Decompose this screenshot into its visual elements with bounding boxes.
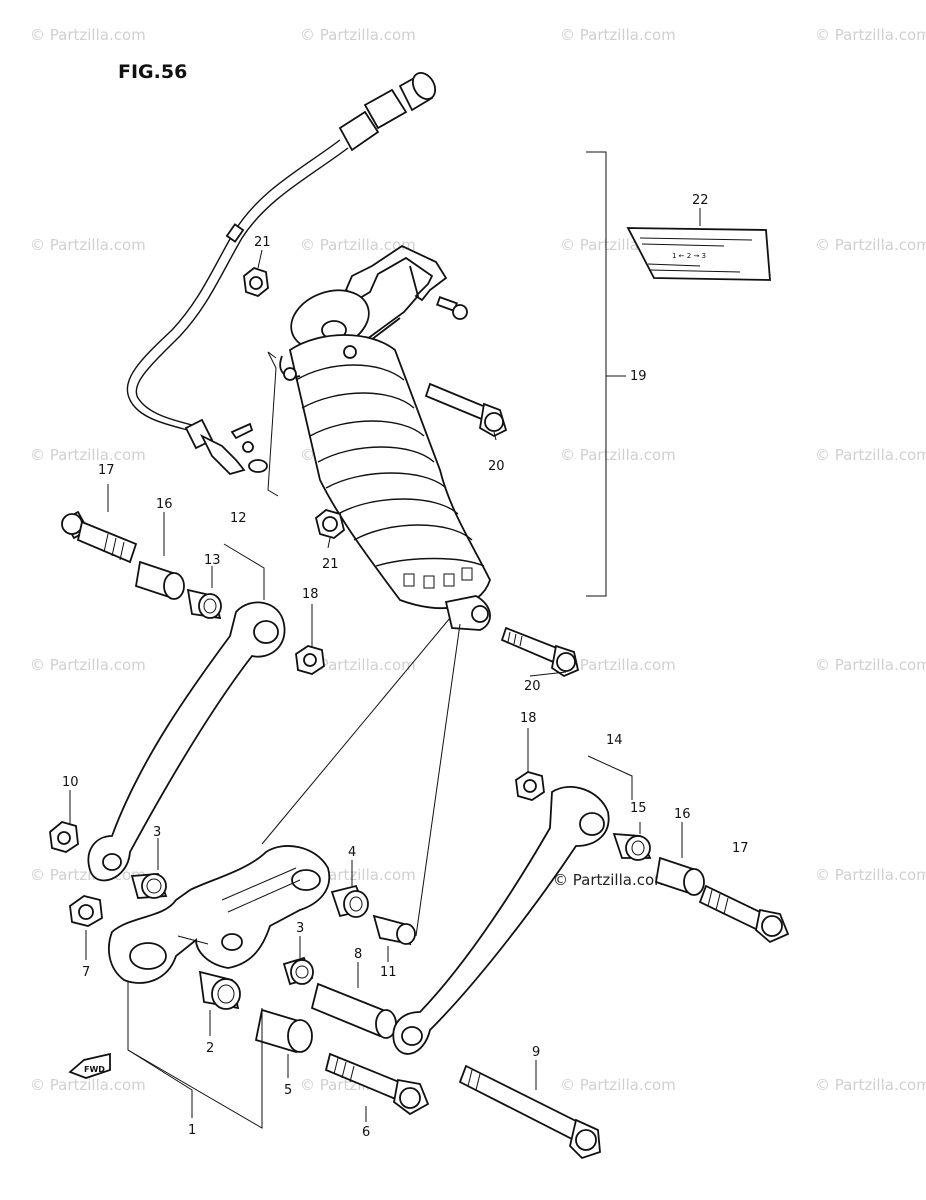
bolt-part-9 xyxy=(458,1064,601,1160)
bearing-part-3-left xyxy=(130,873,168,899)
callout-20: 20 xyxy=(524,679,541,694)
nut-part-18-left xyxy=(295,645,325,675)
cushion-rod-right xyxy=(392,786,610,1055)
callout-5: 5 xyxy=(284,1083,292,1098)
callout-7: 7 xyxy=(82,965,90,980)
callout-8: 8 xyxy=(354,947,362,962)
bearing-part-15 xyxy=(612,832,652,861)
spacer-part-16-left xyxy=(134,560,185,600)
watermark: © Partzilla.com xyxy=(300,26,416,44)
callout-21: 21 xyxy=(322,557,339,572)
watermark: © Partzilla.com xyxy=(815,236,926,254)
callout-16: 16 xyxy=(674,807,691,822)
nut-part-21-lower xyxy=(314,509,346,539)
bearing-part-13 xyxy=(186,588,222,620)
watermark: © Partzilla.com xyxy=(560,26,676,44)
collar-part-7 xyxy=(69,895,103,927)
bolt-part-17-right xyxy=(698,884,790,944)
cushion-rod-left xyxy=(87,601,286,882)
bearing-part-4 xyxy=(330,884,369,918)
callout-18: 18 xyxy=(520,711,537,726)
callout-2: 2 xyxy=(206,1041,214,1056)
callout-20: 20 xyxy=(488,459,505,474)
label-plate-text: 1 ← 2 → 3 xyxy=(672,252,706,260)
nut-part-21-upper xyxy=(243,266,269,298)
callout-17: 17 xyxy=(98,463,115,478)
watermark: © Partzilla.com xyxy=(30,1076,146,1094)
watermark: © Partzilla.com xyxy=(30,236,146,254)
bolt-part-20-upper xyxy=(424,382,508,438)
watermark: © Partzilla.com xyxy=(815,1076,926,1094)
watermark: © Partzilla.com xyxy=(30,866,146,884)
assembly-line xyxy=(415,623,461,937)
watermark: © Partzilla.com xyxy=(815,656,926,674)
bolt-part-6 xyxy=(324,1052,430,1116)
watermark: © Partzilla.com xyxy=(300,236,416,254)
bearing-part-3-center xyxy=(282,956,314,986)
forward-direction-indicator: FWD xyxy=(68,1052,111,1079)
callout-3: 3 xyxy=(153,825,161,840)
callout-19: 19 xyxy=(630,369,647,384)
label-plate-part-22: 1 ← 2 → 3 xyxy=(626,227,771,281)
callout-18: 18 xyxy=(302,587,319,602)
callout-14: 14 xyxy=(606,733,623,748)
callout-6: 6 xyxy=(362,1125,370,1140)
cable-guide-line xyxy=(267,351,279,497)
spacer-part-11 xyxy=(372,914,416,946)
watermark: © Partzilla.com xyxy=(815,446,926,464)
adjuster-cable xyxy=(126,71,437,476)
watermark: © Partzilla.com xyxy=(30,656,146,674)
sleeve-part-8 xyxy=(310,982,397,1039)
bearing-part-2 xyxy=(198,970,241,1010)
callout-15: 15 xyxy=(630,801,647,816)
watermark: © Partzilla.com xyxy=(815,866,926,884)
spacer-part-16-right xyxy=(654,856,705,896)
callout-13: 13 xyxy=(204,553,221,568)
nut-part-18-right xyxy=(515,771,545,801)
callout-numbers: 1 2 3 3 4 5 6 7 8 9 10 11 12 13 14 15 16… xyxy=(62,193,749,1140)
watermark: © Partzilla.com xyxy=(560,656,676,674)
bolt-part-20-lower xyxy=(500,626,580,678)
figure-title: FIG.56 xyxy=(118,61,187,83)
callout-16: 16 xyxy=(156,497,173,512)
callout-10: 10 xyxy=(62,775,79,790)
bolt-part-17-left xyxy=(61,510,138,564)
watermark: © Partzilla.com xyxy=(560,446,676,464)
spacer-part-5 xyxy=(254,1008,313,1054)
watermark: © Partzilla.com xyxy=(560,1076,676,1094)
callout-4: 4 xyxy=(348,845,356,860)
callout-11: 11 xyxy=(380,965,397,980)
cable-guide-line xyxy=(267,351,277,359)
leader-lines xyxy=(69,151,701,1129)
callout-17: 17 xyxy=(732,841,749,856)
cushion-lever xyxy=(108,845,331,984)
center-watermark: © Partzilla.com xyxy=(553,871,669,889)
watermark: © Partzilla.com xyxy=(30,446,146,464)
rear-shock-absorber xyxy=(279,244,491,631)
callout-3: 3 xyxy=(296,921,304,936)
watermark: © Partzilla.com xyxy=(300,656,416,674)
callout-1: 1 xyxy=(188,1123,196,1138)
callout-9: 9 xyxy=(532,1045,540,1060)
watermark: © Partzilla.com xyxy=(30,26,146,44)
watermark: © Partzilla.com xyxy=(815,26,926,44)
fwd-label: FWD xyxy=(84,1065,105,1074)
callout-22: 22 xyxy=(692,193,709,208)
assembly-line xyxy=(261,617,451,845)
callout-21: 21 xyxy=(254,235,271,250)
watermark-layer: © Partzilla.com © Partzilla.com © Partzi… xyxy=(30,26,926,1094)
callout-12: 12 xyxy=(230,511,247,526)
nut-part-10 xyxy=(49,821,79,853)
